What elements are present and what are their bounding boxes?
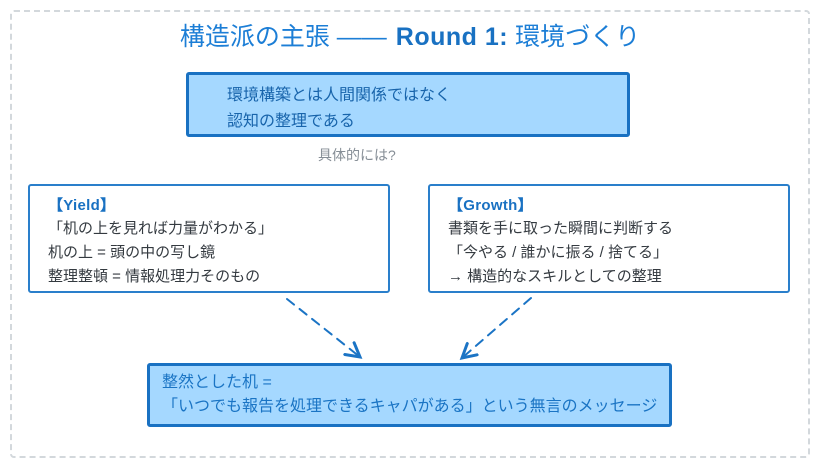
- growth-line: → 構造的なスキルとしての整理: [448, 268, 662, 285]
- growth-line: 「今やる / 誰かに振る / 捨てる」: [448, 244, 669, 261]
- title-prefix: 構造派の主張 ——: [179, 23, 387, 51]
- growth-box: 【Growth】 書類を手に取った瞬間に判断する 「今やる / 誰かに振る / …: [428, 184, 790, 293]
- yield-box-header: 【Yield】: [48, 197, 116, 214]
- yield-line: 机の上 = 頭の中の写し鏡: [48, 244, 216, 261]
- yield-line: 「机の上を見れば力量がわかる」: [48, 220, 274, 237]
- yield-box: 【Yield】 「机の上を見れば力量がわかる」 机の上 = 頭の中の写し鏡 整理…: [28, 184, 390, 293]
- connector-label: 具体的には?: [318, 147, 396, 163]
- claim-box: 環境構築とは人間関係ではなく 認知の整理である: [186, 72, 630, 137]
- conclusion-box: 整然とした机 = 「いつでも報告を処理できるキャパがある」という無言のメッセージ: [147, 363, 672, 427]
- growth-box-header: 【Growth】: [448, 197, 533, 214]
- title-suffix: 環境づくり: [515, 23, 641, 51]
- diagram-title: 構造派の主張 —— Round 1:環境づくり: [0, 22, 820, 52]
- conclusion-line: 「いつでも報告を処理できるキャパがある」という無言のメッセージ: [162, 398, 658, 415]
- yield-line: 整理整頓 = 情報処理力そのもの: [48, 268, 261, 285]
- conclusion-line: 整然とした机 =: [162, 374, 272, 391]
- claim-line: 認知の整理である: [227, 113, 355, 130]
- title-round-label: Round 1:: [395, 23, 509, 51]
- claim-line: 環境構築とは人間関係ではなく: [227, 87, 452, 104]
- arrow-left: [286, 298, 360, 357]
- arrow-right: [462, 297, 532, 358]
- growth-line: 書類を手に取った瞬間に判断する: [448, 220, 674, 237]
